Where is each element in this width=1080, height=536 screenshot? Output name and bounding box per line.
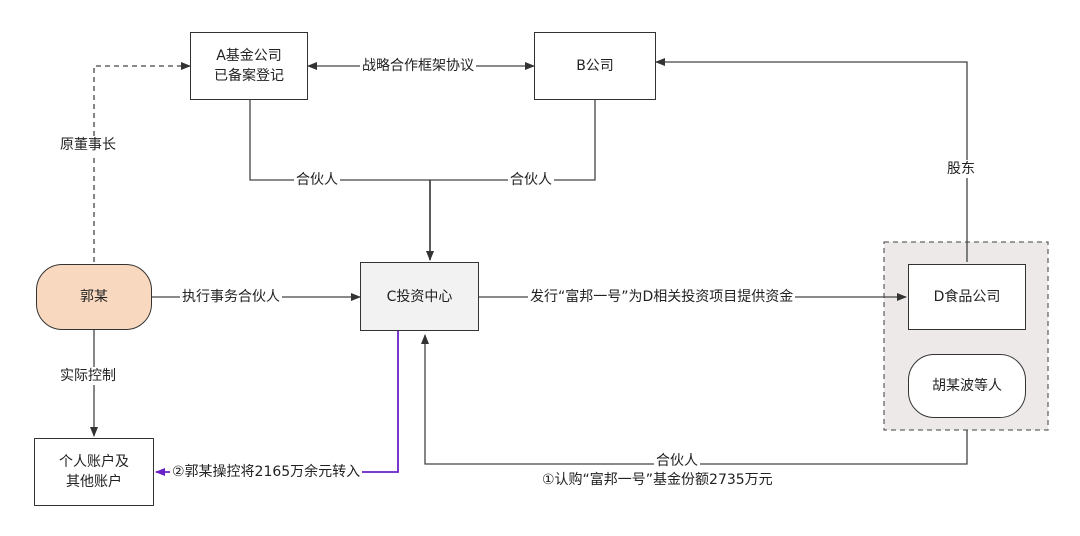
label-actual-control: 实际控制 [58,367,118,385]
label-partner-right: 合伙人 [508,171,554,189]
edge-partner-a [249,100,430,181]
label-partner-left: 合伙人 [294,171,340,189]
node-guo-label: 郭某 [80,289,108,305]
node-accounts: 个人账户及 其他账户 [34,438,154,506]
label-partner-bottom: 合伙人 [654,452,700,470]
node-a-fund-line1: A基金公司 [216,48,282,64]
node-b-company: B公司 [534,32,656,100]
label-subscribe: ①认购“富邦一号”基金份额2735万元 [540,471,775,489]
node-hu: 胡某波等人 [908,354,1026,418]
node-b-company-label: B公司 [576,58,614,74]
edge-shareholder [655,58,968,262]
node-accounts-line2: 其他账户 [66,474,122,490]
edge-former-chair [93,62,191,262]
label-former-chair: 原董事长 [58,136,118,154]
node-guo: 郭某 [36,264,152,330]
node-d-food: D食品公司 [908,264,1026,330]
edge-transfer [155,331,399,476]
node-hu-label: 胡某波等人 [932,378,1002,394]
label-transfer: ②郭某操控将2165万余元转入 [170,463,363,481]
node-a-fund: A基金公司 已备案登记 [190,32,308,100]
label-issue: 发行“富邦一号”为D相关投资项目提供资金 [528,288,796,306]
node-c-center: C投资中心 [360,262,479,331]
label-executive-partner: 执行事务合伙人 [180,288,282,306]
label-strategic: 战略合作框架协议 [360,57,476,75]
label-shareholder: 股东 [945,160,977,178]
node-c-center-label: C投资中心 [386,288,453,305]
edge-partner-b [430,100,596,181]
node-accounts-line1: 个人账户及 [59,454,129,470]
node-a-fund-line2: 已备案登记 [214,68,284,84]
node-d-food-label: D食品公司 [933,289,1001,305]
